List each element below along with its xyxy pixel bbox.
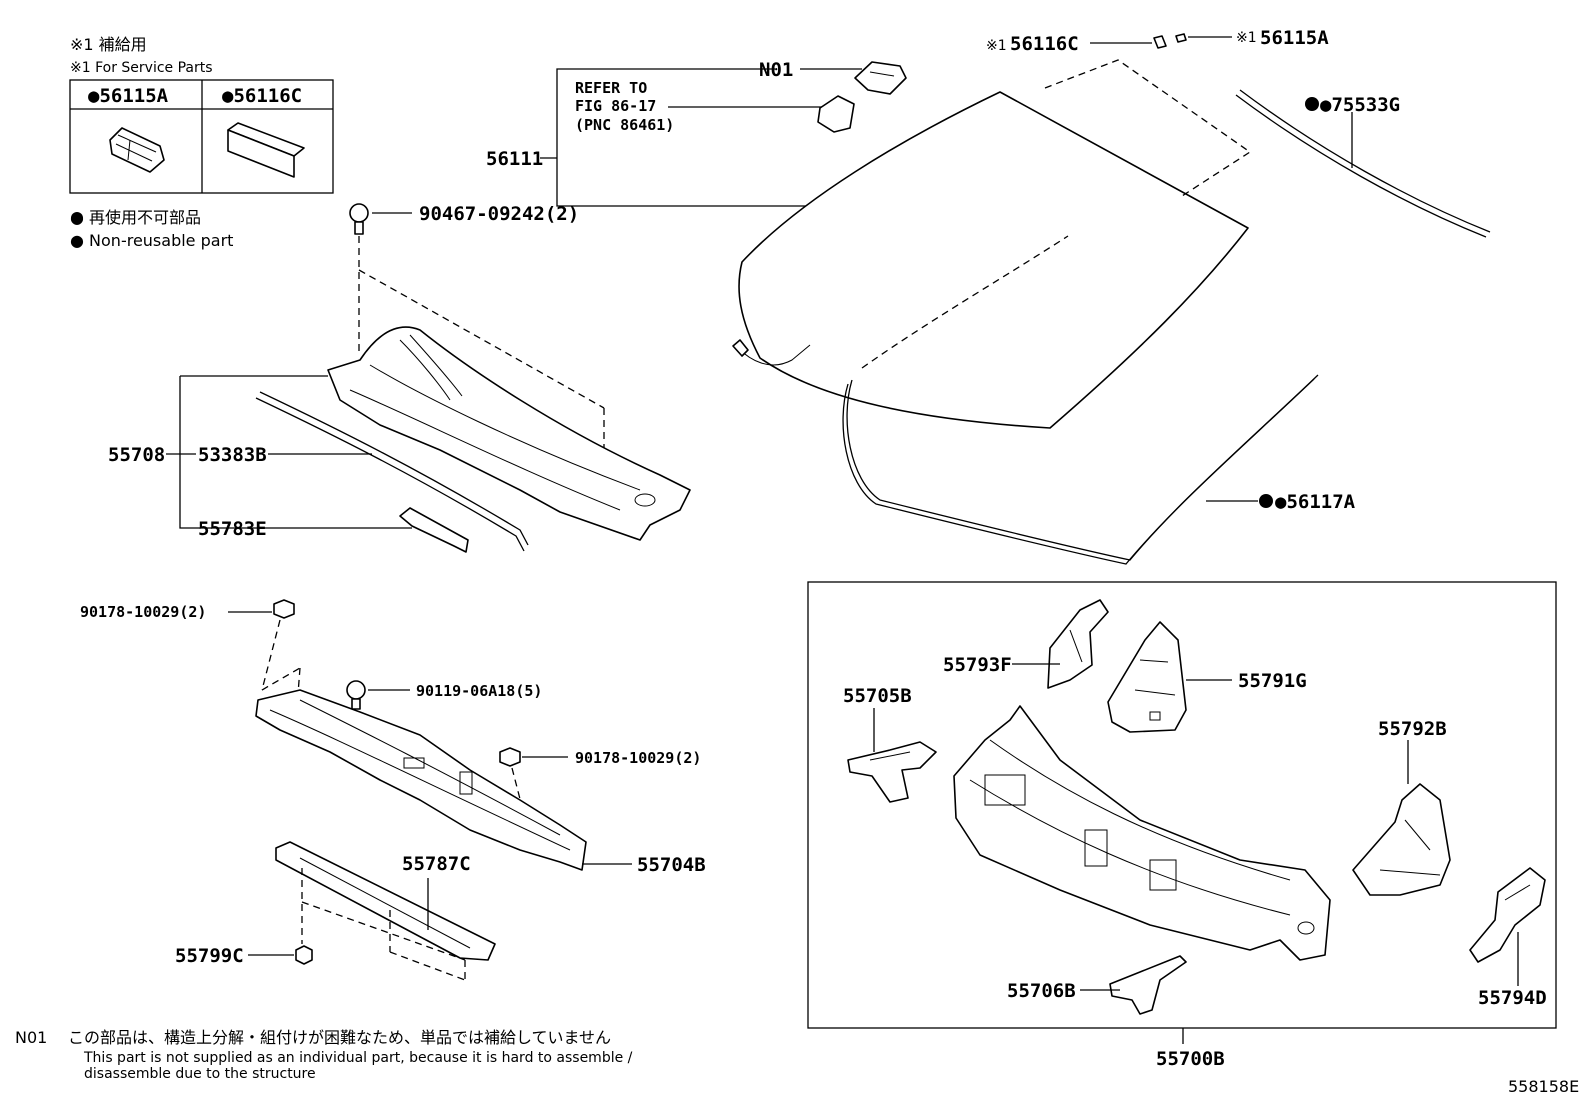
dash-panel-assembly-box: 55700B 55793F 55791G 557 (807, 581, 1557, 1070)
n01-bracket-drawing (854, 61, 907, 95)
assembly-frame (807, 581, 1557, 1029)
label-55792b: 55792B (1378, 718, 1447, 740)
clip-55799c-drawing (295, 945, 313, 965)
label-56117a: ●56117A (1275, 491, 1356, 513)
label-55706b: 55706B (1007, 980, 1076, 1002)
nut-90178-b-drawing (499, 747, 521, 767)
label-90119: 90119-06A18(5) (416, 682, 542, 700)
label-90178-b: 90178-10029(2) (575, 749, 701, 767)
figure-id: 558158E (1508, 1077, 1579, 1096)
pad-56116c-drawing (227, 122, 305, 178)
nonreusable-jp: ● 再使用不可部品 (70, 208, 201, 227)
label-55793f: 55793F (943, 654, 1012, 676)
brace-55791g-drawing (1107, 621, 1187, 733)
clip-90467-drawing (349, 203, 369, 235)
cowl-top-group: 90467-09242(2) 55708 53383B 55783E (108, 203, 691, 553)
windshield-group: REFER TO FIG 86-17 (PNC 86461) 56111 N01 (486, 27, 1491, 565)
label-55791g: 55791G (1238, 670, 1307, 692)
label-56115a: 56115A (1260, 27, 1329, 49)
label-55708: 55708 (108, 444, 165, 466)
label-75533g: ●75533G (1320, 94, 1400, 116)
bracket-55705b-drawing (847, 741, 937, 803)
legend-block: ※1 補給用 ※1 For Service Parts ●56115A ●561… (69, 35, 334, 250)
clip-56115a-small-drawing (1175, 33, 1187, 43)
bracket-55706b-drawing (1109, 955, 1187, 1015)
label-90178-a: 90178-10029(2) (80, 603, 206, 621)
footnote-en-line2: disassemble due to the structure (84, 1066, 316, 1082)
cowl-louver-drawing (327, 326, 691, 541)
label-56111: 56111 (486, 148, 543, 170)
pad-56116c-small-drawing (1153, 35, 1167, 49)
label-55799c: 55799C (175, 945, 244, 967)
footer-note: N01 この部品は、構造上分解・組付けが困難なため、単品では補給していません T… (15, 1028, 1579, 1096)
refer-line3: (PNC 86461) (575, 116, 674, 134)
footnote-en-line1: This part is not supplied as an individu… (83, 1050, 633, 1066)
footnote-jp: この部品は、構造上分解・組付けが困難なため、単品では補給していません (68, 1028, 611, 1047)
label-55704b: 55704B (637, 854, 706, 876)
label-56115a-prefix: ※1 (1236, 30, 1257, 46)
label-55794d: 55794D (1478, 987, 1547, 1009)
footnote-code: N01 (15, 1028, 47, 1047)
label-55783e: 55783E (198, 518, 267, 540)
cowl-inner-panel-drawing (255, 689, 587, 871)
table-header-56115a: ●56115A (88, 85, 169, 107)
table-header-56116c: ●56116C (222, 85, 302, 107)
refer-line2: FIG 86-17 (575, 97, 656, 115)
bolt-90119-drawing (346, 680, 366, 710)
cowl-panel-group: 90178-10029(2) 90119-06A18(5) 90178-1002… (80, 599, 706, 981)
label-56116c: 56116C (1010, 33, 1079, 55)
label-56116c-prefix: ※1 (986, 38, 1007, 54)
clip-56115a-drawing (109, 127, 165, 173)
label-55700b: 55700B (1156, 1048, 1225, 1070)
label-55787c: 55787C (402, 853, 471, 875)
refer-line1: REFER TO (575, 79, 647, 97)
label-n01: N01 (759, 59, 793, 81)
brace-55793f-drawing (1047, 599, 1109, 689)
bracket-55783e-drawing (399, 507, 469, 553)
brace-55792b-drawing (1352, 783, 1451, 896)
seal-55787c-drawing (275, 841, 496, 961)
service-parts-jp: ※1 補給用 (70, 35, 147, 54)
label-90467: 90467-09242(2) (419, 203, 579, 225)
nonreusable-en: ● Non-reusable part (70, 231, 233, 250)
nut-90178-a-drawing (273, 599, 295, 619)
label-55705b: 55705B (843, 685, 912, 707)
label-53383b: 53383B (198, 444, 267, 466)
brace-55794d-drawing (1469, 867, 1546, 963)
sensor-bracket-drawing (817, 95, 855, 133)
service-parts-en: ※1 For Service Parts (70, 60, 213, 76)
seal-53383b-drawing (259, 391, 529, 546)
windshield-glass-drawing (732, 59, 1252, 429)
dash-panel-drawing (953, 705, 1331, 961)
molding-75533g-drawing (1239, 89, 1491, 233)
